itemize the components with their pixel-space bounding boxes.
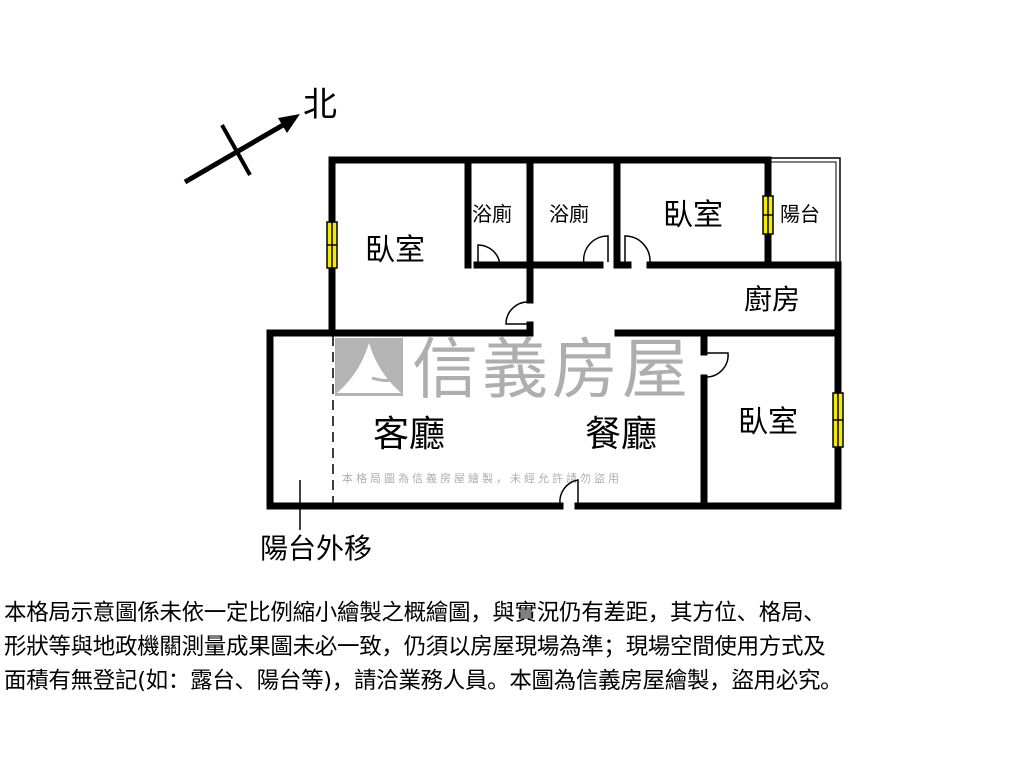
watermark: 信義房屋 本格局圖為信義房屋繪製，未經允許請勿盜用 bbox=[335, 331, 692, 485]
door-icon bbox=[582, 235, 609, 265]
disclaimer-line: 形狀等與地政機關測量成果圖未必一致，仍須以房屋現場為準；現場空間使用方式及 bbox=[4, 634, 826, 660]
door-icon bbox=[505, 301, 529, 325]
room-label-dining-room: 餐廳 bbox=[585, 414, 657, 455]
room-label-bath-2: 浴廁 bbox=[549, 202, 589, 226]
room-label-living-room: 客廳 bbox=[373, 414, 445, 455]
room-label-kitchen: 廚房 bbox=[744, 283, 800, 316]
room-label-balcony: 陽台 bbox=[780, 202, 820, 226]
door-icon bbox=[705, 352, 729, 378]
annotation-balcony-moved-out: 陽台外移 bbox=[260, 532, 372, 565]
disclaimer-line: 面積有無登記(如：露台、陽台等)，請洽業務人員。本圖為信義房屋繪製，盜用必究。 bbox=[4, 668, 843, 694]
watermark-brand: 信義房屋 bbox=[412, 331, 692, 408]
door-icon bbox=[624, 235, 651, 263]
door-icon bbox=[559, 479, 579, 505]
disclaimer-line: 本格局示意圖係未依一定比例縮小繪製之概繪圖，與實況仍有差距，其方位、格局、 bbox=[4, 600, 826, 626]
room-label-bath-1: 浴廁 bbox=[472, 202, 512, 226]
windows bbox=[326, 195, 844, 448]
disclaimer: 本格局示意圖係未依一定比例縮小繪製之概繪圖，與實況仍有差距，其方位、格局、 形狀… bbox=[4, 596, 1024, 698]
doors bbox=[477, 235, 729, 505]
floor-plan: 北 信義房屋 本格局圖為信義房屋繪製，未經允許請勿盜用 bbox=[183, 85, 844, 565]
room-label-bedroom-e: 臥室 bbox=[738, 405, 798, 440]
watermark-notice: 本格局圖為信義房屋繪製，未經允許請勿盜用 bbox=[342, 471, 622, 485]
north-arrow-icon bbox=[183, 114, 300, 185]
north-label: 北 bbox=[303, 85, 337, 125]
brand-logo-icon bbox=[335, 338, 403, 396]
room-label-bedroom-nw: 臥室 bbox=[365, 233, 425, 268]
door-icon bbox=[477, 244, 501, 266]
room-label-bedroom-n: 臥室 bbox=[663, 198, 723, 233]
balcony-rail bbox=[768, 157, 841, 265]
